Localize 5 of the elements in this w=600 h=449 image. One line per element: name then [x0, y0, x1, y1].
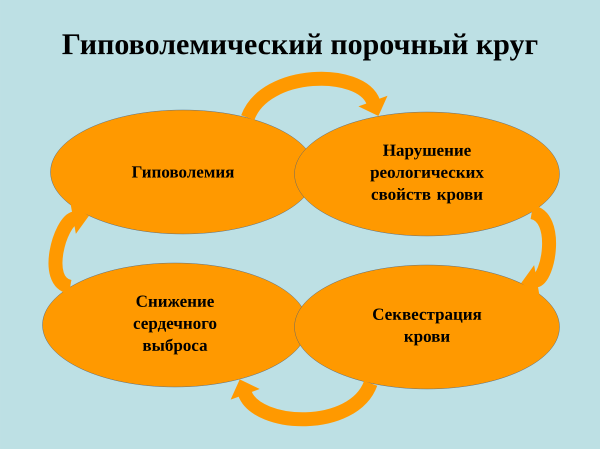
ellipse-node: Нарушение реологических свойств крови	[294, 112, 560, 236]
ellipse-node: Секвестрация крови	[294, 264, 560, 390]
ellipse-node: Гиповолемия	[50, 110, 316, 234]
title: Гиповолемический порочный круг	[62, 33, 538, 61]
ellipse-node: Снижение сердечного выброса	[42, 262, 308, 388]
